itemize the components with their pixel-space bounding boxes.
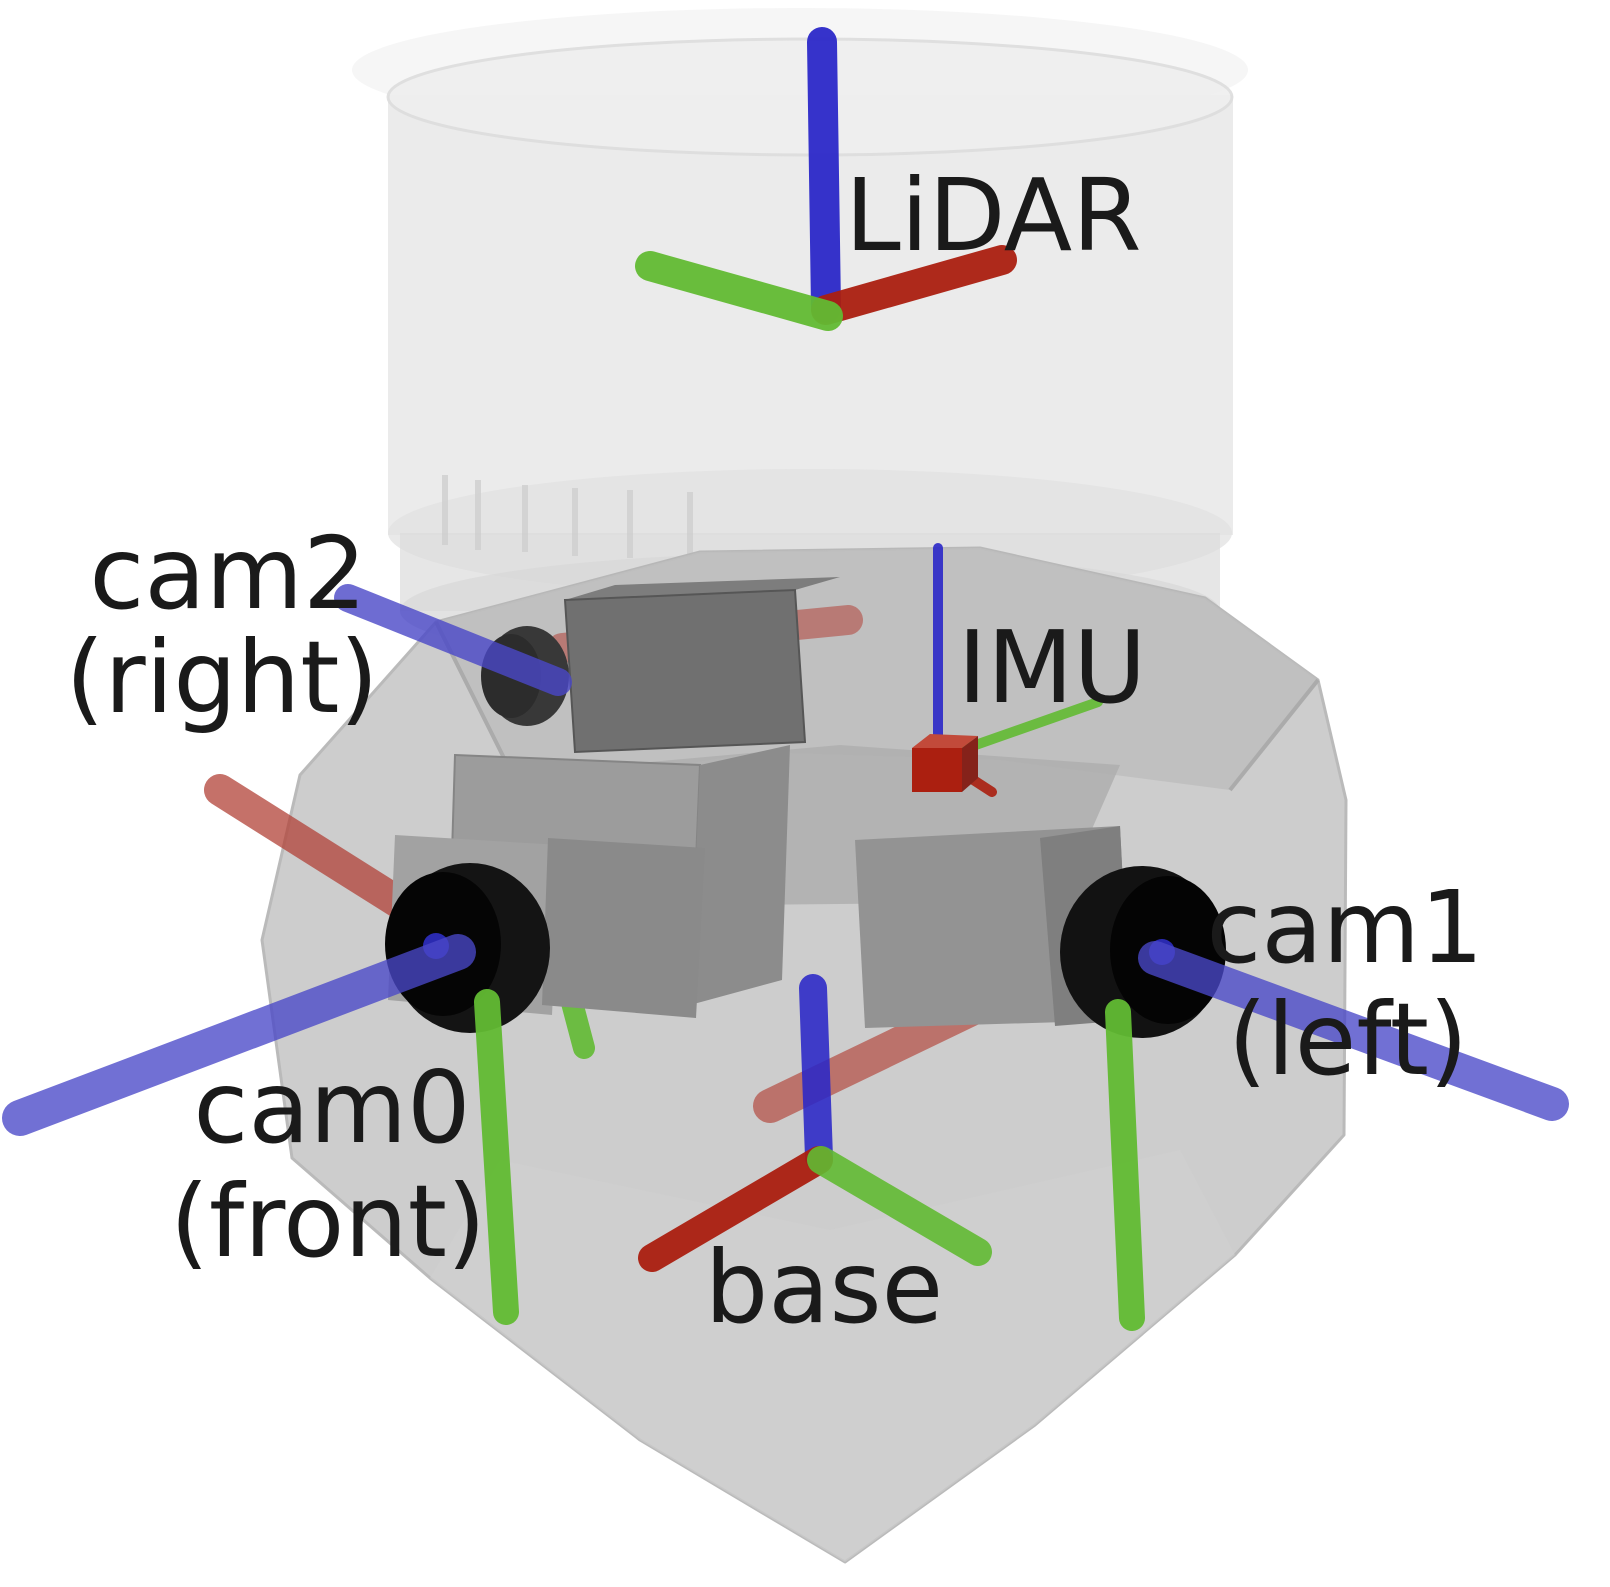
- imu-cube-front-face: [912, 748, 962, 792]
- cam1-frame-axes: [1105, 941, 1569, 1331]
- cam2-z-axis: [334, 584, 572, 696]
- cam0-camera: [385, 835, 705, 1033]
- cam1-y-axis: [1105, 999, 1145, 1331]
- cylinder-slot-marks: [442, 475, 693, 560]
- cam0-label: cam0: [193, 1049, 470, 1166]
- cam0-housing-box: [542, 838, 705, 1018]
- frame-labels: LiDAR cam2 (right) IMU cam1 (left) cam0 …: [66, 157, 1484, 1346]
- imu-cube: [912, 734, 978, 792]
- cam0-sublabel: (front): [170, 1163, 486, 1280]
- imu-cube-top-face: [912, 734, 978, 748]
- cam2-sublabel: (right): [66, 619, 379, 736]
- base-x-axis: [638, 1146, 833, 1272]
- body-front-lower-facet: [430, 1150, 1235, 1562]
- cam1-label: cam1: [1206, 869, 1483, 986]
- lidar-z-axis: [807, 27, 841, 323]
- lidar-y-axis: [635, 251, 843, 331]
- lidar-x-axis: [811, 245, 1017, 325]
- base-z-axis: [799, 974, 833, 1172]
- imu-cube-right-face: [962, 736, 978, 792]
- base-frame-axes: [638, 974, 992, 1272]
- cam2-housing-top: [565, 577, 840, 600]
- cam1-sublabel: (left): [1228, 981, 1468, 1098]
- cam1-z-axis: [1138, 941, 1569, 1121]
- cam0-y-axis: [474, 989, 519, 1325]
- lidar-label: LiDAR: [845, 157, 1142, 274]
- cam0-z-axis: [2, 934, 476, 1136]
- lidar-frame-axes: [635, 27, 1017, 331]
- base-label: base: [705, 1229, 943, 1346]
- center-bracket-side: [690, 745, 790, 1005]
- cam2-housing-box: [563, 588, 807, 754]
- cam0-frame-axes: [2, 934, 519, 1325]
- imu-label: IMU: [958, 609, 1147, 726]
- base-y-axis: [807, 1146, 992, 1266]
- body-edge-right: [1228, 678, 1320, 792]
- cam2-label: cam2: [89, 515, 366, 632]
